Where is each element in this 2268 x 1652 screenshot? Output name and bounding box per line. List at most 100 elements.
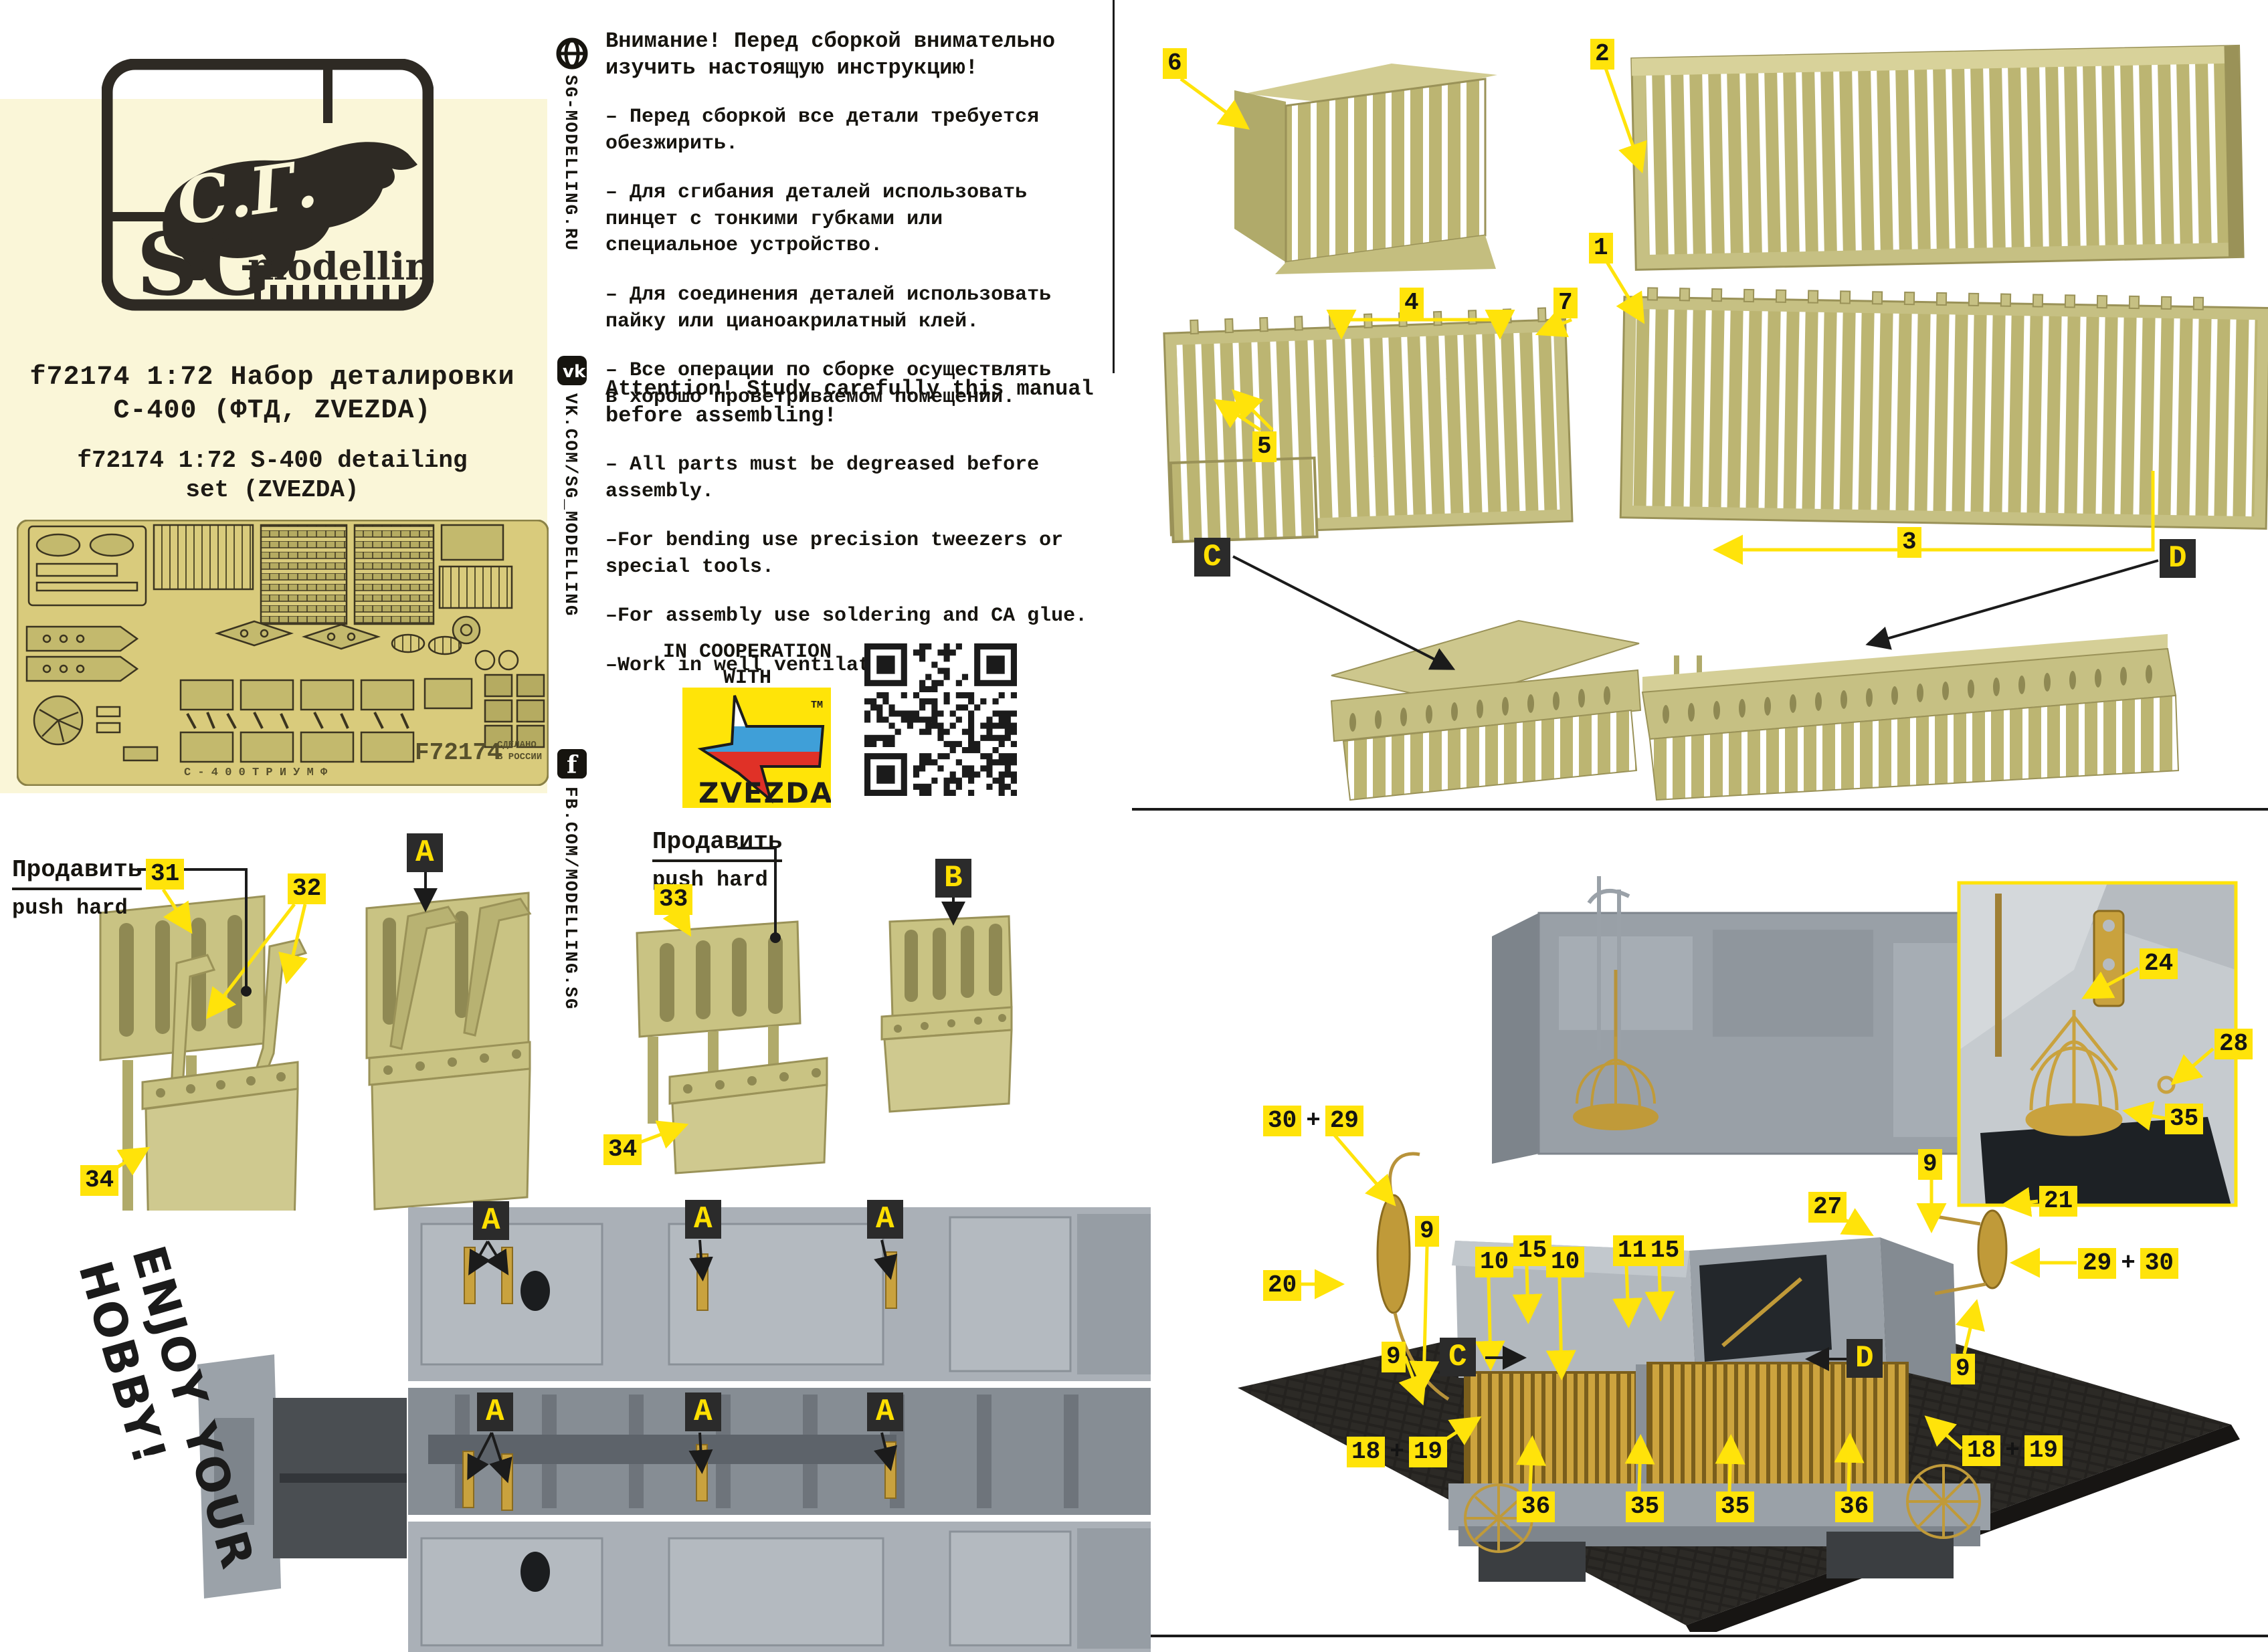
push-hard-note-1: Продавить push hard [12,856,143,920]
part-4-7-illustration [1163,307,1574,544]
callout-21: 21 [2039,1186,2078,1217]
callout-4: 4 [1400,288,1424,318]
callout-a-1: A [473,1201,509,1240]
callout-18-19-right: 18+19 [1962,1435,2063,1466]
mudflap-diagrams [99,892,1013,1211]
instructions-ru-heading: Внимание! Перед сборкой внимательно изуч… [605,29,1056,80]
logo-sprue-teeth [254,285,405,305]
fret-made-line2: В РОССИИ [497,752,542,762]
callout-34b: 34 [603,1134,642,1165]
callout-28: 28 [2214,1029,2253,1059]
kit-title-en-line2: set (ZVEZDA) [185,476,359,504]
page-divider-horizontal [1132,808,2268,811]
callout-35b: 35 [1716,1491,1755,1522]
callout-10b: 10 [1546,1247,1585,1277]
headlight-guard-right [1906,1464,1981,1539]
logo-sg-text: SG [136,215,272,313]
instruction-item: –For assembly use soldering and CA glue. [605,605,1088,628]
callout-letter-d-photo: D [1847,1339,1883,1378]
facebook-icon: f [557,749,587,779]
qr-code [864,643,1017,796]
callout-1: 1 [1589,233,1613,264]
callout-9d: 9 [1951,1354,1975,1384]
push-hard-note-2: Продавить push hard [652,828,783,892]
callout-9a: 9 [1415,1216,1439,1247]
callout-letter-d: D [2160,539,2196,578]
callout-letter-a: A [407,833,443,872]
callout-29-30: 29+30 [2078,1248,2179,1279]
fret-code: F72174 [415,739,502,766]
instructions-ru: Внимание! Перед сборкой внимательно изуч… [605,28,1114,411]
sg-modelling-logo: С.Г. SG modelling [102,59,434,313]
callout-33: 33 [654,884,693,915]
callout-10a: 10 [1475,1247,1514,1277]
mirror-left-gold [1376,1194,1411,1314]
kit-title-ru-line1: f72174 1:72 Набор деталировки [29,363,515,393]
callout-15b: 15 [1646,1235,1685,1266]
page-divider-vertical [1113,0,1115,373]
assembly-d-illustration [1641,634,2180,801]
chassis-illustration [197,1207,1151,1652]
callout-9c: 9 [1918,1149,1942,1180]
callout-3: 3 [1897,527,1921,558]
flap-assembly-a [365,892,532,1211]
assembly-c-illustration [1330,619,1642,801]
logo-frame [102,59,434,311]
callout-a-6: A [867,1392,903,1431]
callout-letter-b: B [935,859,971,898]
callout-5: 5 [1252,431,1277,462]
flap-group-1 [99,895,308,1211]
fret-strip-text: С - 4 0 0 Т Р И У М Ф [184,766,328,779]
roof-cage-gold [1573,1037,1659,1130]
callout-a-3: A [867,1200,903,1239]
cage-detail-gold [2025,1010,2123,1136]
flap-assembly-b [880,915,1013,1113]
fret-parts [25,524,545,763]
grille-parts-diagram [1163,44,2268,801]
svg-text:vk: vk [563,362,586,382]
logo-modelling-text: modelling [248,245,434,289]
callout-a-4: A [477,1392,513,1431]
kit-title-en-line1: f72174 1:72 S-400 detailing [77,447,468,474]
mirror-right-gold [1977,1209,2008,1289]
photoetch-fret-image: F72174 СДЕЛАНО В РОССИИ С - 4 0 0 Т Р И … [17,520,549,786]
flap-group-2 [636,920,828,1174]
kit-title-ru-line2: С-400 (ФТД, ZVEZDA) [113,396,432,426]
fret-made-line1: СДЕЛАНО [497,740,537,750]
cooperation-text: IN COOPERATION WITH [662,641,832,690]
callout-35-inset: 35 [2165,1104,2204,1134]
sidebar-vk-url: VK.COM/SG_MODELLING [561,393,581,617]
bear-icon [163,142,417,280]
callout-36a: 36 [1517,1491,1555,1522]
callout-2: 2 [1590,39,1614,70]
callout-a-5: A [685,1392,721,1431]
callout-6: 6 [1163,48,1187,79]
vk-icon: vk [557,356,587,385]
sidebar-fb-url: FB.COM/MODELLING.SG [561,787,581,1011]
tm-mark: TM [811,700,823,711]
page-divider-bottom [1132,1635,2268,1637]
callout-35a: 35 [1626,1491,1665,1522]
part-2-illustration [1630,44,2245,271]
instructions-en: Attention! Study carefully this manual b… [605,376,1114,680]
instructions-en-heading: Attention! Study carefully this manual b… [605,377,1094,428]
callout-letter-c-photo: C [1440,1338,1476,1376]
callout-7: 7 [1553,288,1578,318]
callout-36b: 36 [1835,1491,1874,1522]
callout-20: 20 [1263,1270,1302,1301]
callout-18-19-left: 18+19 [1347,1437,1448,1467]
truck-model [1376,876,2054,1582]
globe-icon [556,37,588,70]
callout-letter-c: C [1194,538,1230,577]
chassis-photo [197,1207,1151,1652]
callout-34: 34 [80,1165,119,1196]
callout-24: 24 [2140,948,2178,979]
part-6-illustration [1234,64,1497,274]
svg-text:f: f [567,751,579,779]
callout-30-29: 30+29 [1263,1106,1364,1136]
